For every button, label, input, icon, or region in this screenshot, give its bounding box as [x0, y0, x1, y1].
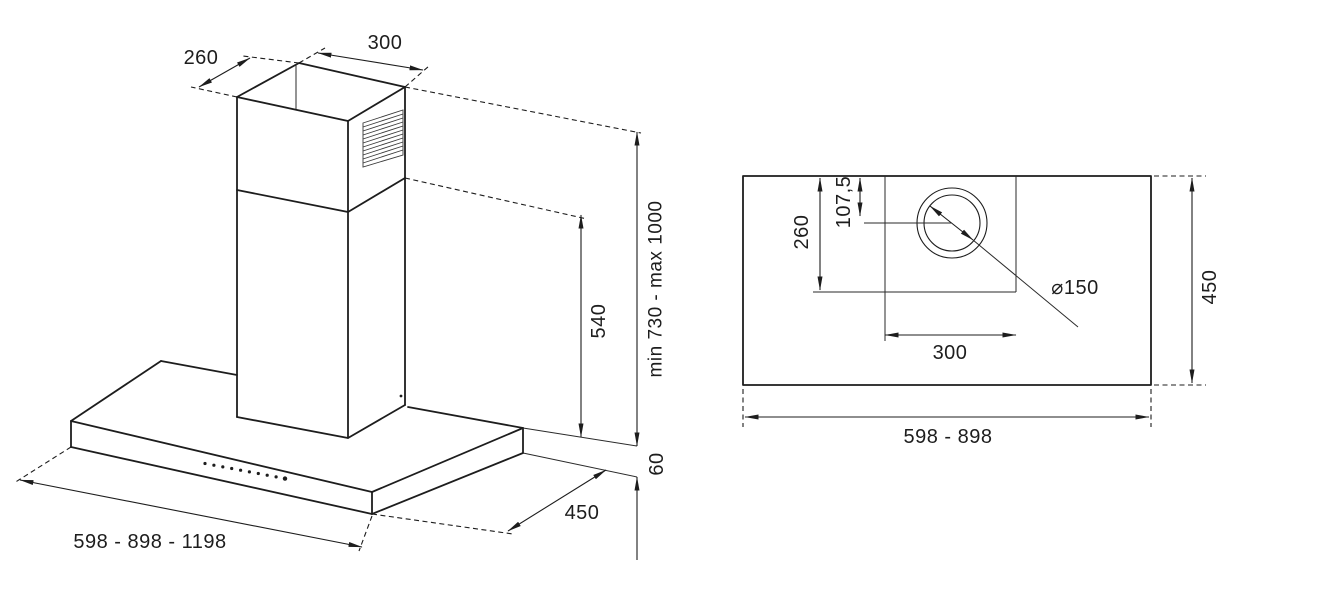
chimney-top-edges: [236, 86, 406, 122]
ext-dashed: [190, 86, 238, 98]
dim-label-body-widths: 598 - 898 - 1198: [73, 531, 226, 553]
chimney-bottom-edges: [236, 404, 406, 439]
dim-line-300: [317, 52, 424, 71]
dim-line-260: [198, 57, 251, 88]
dim-label-body-depth: 450: [565, 502, 600, 524]
vent-grille-slats: [362, 113, 404, 164]
ext-dashed: [404, 65, 430, 88]
chimney-cutout-plan: [813, 176, 1017, 341]
chimney-flue: [236, 62, 406, 439]
ext-dashed: [13, 446, 72, 484]
dim-label-body-height: 60: [646, 452, 668, 475]
outlet-diameter-arrow: [929, 205, 974, 241]
dim-label-chimney-top-depth: 260: [184, 47, 219, 69]
dim-label-plan-widths: 598 - 898: [903, 426, 992, 448]
dim-label-height-range: min 730 - max 1000: [646, 201, 667, 378]
dim-line-widths: [19, 479, 363, 548]
control-buttons: [203, 461, 288, 481]
dim-line-450: [507, 469, 607, 532]
isometric-view: 260 300 540 min 730 - max 1000 60 450: [13, 32, 668, 560]
vent-grille-border: [362, 109, 404, 168]
leader-dashed-top: [404, 86, 642, 134]
body-right-bottom-edge: [371, 452, 524, 515]
duct-outlet: ⌀150: [916, 187, 1098, 328]
leader-dashed-joint: [404, 177, 588, 220]
ext-line: [522, 452, 638, 478]
ext-dashed: [358, 515, 373, 552]
ext-dashed: [371, 513, 514, 535]
body-back-edge-left: [160, 360, 238, 376]
iso-dimensions: 260 300 540 min 730 - max 1000 60 450: [13, 32, 668, 560]
dim-label-inner-flue-height: 540: [588, 304, 610, 339]
ext-line: [522, 427, 638, 447]
dim-label-chimney-top-width: 300: [368, 32, 403, 54]
plan-dimensions: 260 107,5 300 450 598 - 898: [742, 175, 1221, 448]
vent-grille: [362, 109, 404, 168]
dim-label-plan-depth: 450: [1199, 270, 1221, 305]
body-right-top-edge: [371, 427, 524, 493]
chimney-section-joint: [236, 177, 406, 213]
plan-view: ⌀150 260 107,5 300 450 598 - 898: [742, 175, 1221, 448]
ext-dashed: [242, 55, 300, 64]
dim-label-outlet-offset: 107,5: [833, 176, 855, 229]
body-back-edge-right: [407, 406, 524, 429]
hood-body: [70, 360, 524, 515]
screw-dot: [399, 394, 403, 398]
outlet-leader-line: [972, 239, 1079, 328]
dim-label-cutout-depth: 260: [791, 215, 813, 250]
hood-outline-plan: [742, 175, 1152, 386]
ext-dashed: [298, 47, 326, 64]
body-top-left-edge: [70, 360, 162, 422]
dim-label-outlet-diameter: ⌀150: [1051, 277, 1098, 299]
dim-label-cutout-width: 300: [933, 342, 968, 364]
chimney-open-top: [236, 62, 406, 98]
